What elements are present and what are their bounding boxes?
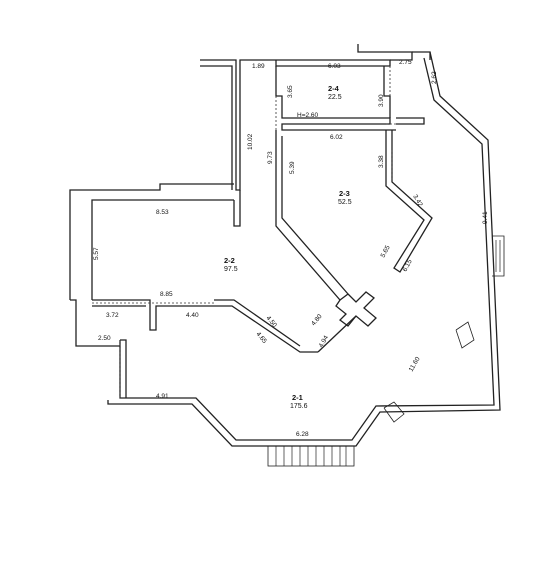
interior-walls: [275, 66, 433, 353]
dim-label: 3.38: [378, 155, 385, 168]
dim-label: 3.65: [287, 85, 294, 98]
dim-label: 9.41: [482, 211, 489, 224]
dim-label: 1.89: [252, 63, 265, 70]
dim-label: 5.39: [289, 161, 296, 174]
dim-label: 6.02: [330, 134, 343, 141]
dim-label: 8.85: [160, 291, 173, 298]
dim-label: 10.02: [247, 133, 254, 150]
room-labels: 2-4 22.5 2-3 52.5 2-2 97.5 2-1 175.6: [224, 84, 352, 410]
room-2-4-area: 22.5: [328, 94, 342, 101]
dim-label: 8.53: [156, 209, 169, 216]
dim-label: 6.28: [296, 431, 309, 438]
room-2-3-id: 2-3: [339, 189, 350, 198]
dim-label: 3.72: [106, 312, 119, 319]
entrance-stairs: [267, 445, 355, 467]
dim-label: 11.60: [408, 355, 422, 373]
dim-label: 9.73: [267, 151, 274, 164]
room-2-3-area: 52.5: [338, 199, 352, 206]
dim-label: 4.80: [310, 313, 324, 327]
dim-label: 6.15: [402, 258, 414, 273]
openings: [92, 66, 396, 398]
dim-label: 5.65: [380, 244, 392, 259]
room-2-2-id: 2-2: [224, 256, 235, 265]
dim-label: H=2.60: [297, 112, 319, 119]
dim-label: 4.40: [186, 312, 199, 319]
room-2-2-area: 97.5: [224, 266, 238, 273]
room-2-1-area: 175.6: [290, 403, 308, 410]
dim-label: 2.62: [431, 71, 438, 84]
room-2-4-id: 2-4: [328, 84, 340, 93]
dimension-labels: 1.89 6.03 2.75 2.62 3.65 3.90 H=2.60 6.0…: [93, 59, 489, 438]
dim-label: 2.75: [399, 59, 412, 66]
dim-label: 2.50: [98, 335, 111, 342]
outer-walls: [69, 44, 501, 447]
dim-label: 4.91: [156, 393, 169, 400]
dim-label: 4.65: [254, 331, 268, 345]
dim-label: 3.90: [378, 94, 385, 107]
right-windows: [383, 235, 505, 423]
dim-label: 5.57: [93, 247, 100, 260]
room-2-1-id: 2-1: [292, 393, 303, 402]
dim-label: 6.03: [328, 63, 341, 70]
